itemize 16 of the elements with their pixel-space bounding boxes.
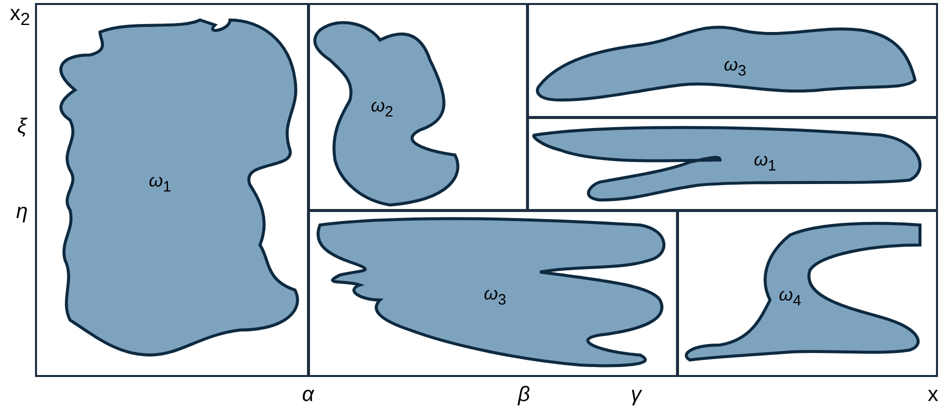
region-label: ω$_{2}$ <box>370 96 394 120</box>
region-label: ω$_{1}$ <box>148 170 172 196</box>
axis-label: x <box>928 383 938 407</box>
region-label: ω$_{1}$ <box>754 150 776 174</box>
axis-label: γ <box>630 383 642 407</box>
region-label: ω$_{3}$ <box>724 54 746 80</box>
region-label: ω$_{4}$ <box>778 284 802 310</box>
plot-frame <box>35 3 938 377</box>
subdomain-panel <box>527 5 936 118</box>
axis-label: α <box>302 383 314 407</box>
region-label: ω$_{3}$ <box>484 284 506 308</box>
axis-label: β <box>518 383 530 407</box>
axis-label: x$_{2}$ <box>10 2 30 30</box>
subdomain-panel <box>308 5 528 211</box>
axis-label: η <box>16 200 28 224</box>
axis-label: ξ <box>17 115 27 139</box>
